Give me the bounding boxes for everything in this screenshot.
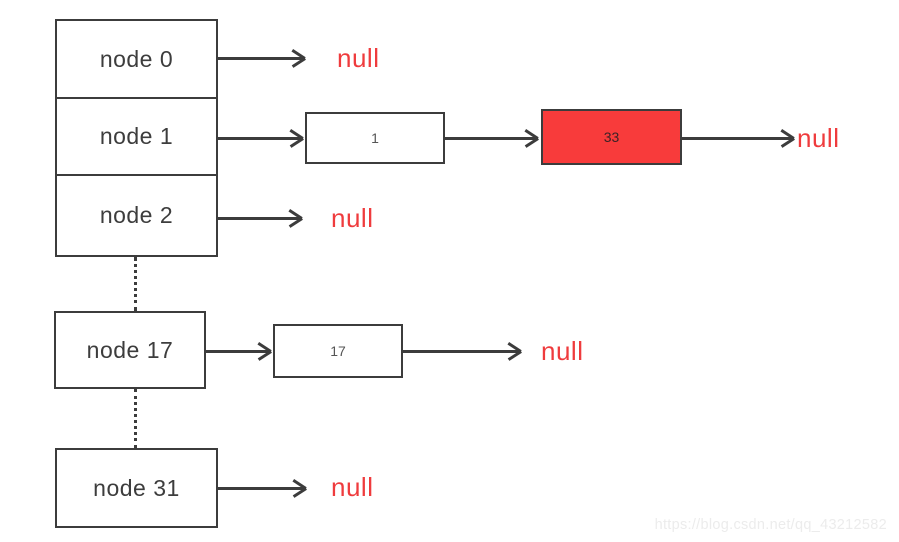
arrow-node0-to-null (217, 57, 305, 60)
arrow-node1-to-chain (217, 137, 303, 140)
bucket-label-node-0: node 0 (99, 45, 174, 72)
null-label: null (337, 43, 380, 73)
arrow-node31-to-null (218, 487, 306, 490)
arrow-node17-to-chain (205, 350, 271, 353)
bucket-box-node-17: node 17 (54, 311, 206, 389)
arrow-chain17-to-null (403, 350, 521, 353)
ellipsis-dotted-line (134, 257, 137, 311)
chain-node-1: 1 (305, 112, 445, 164)
chain-node-33-highlighted: 33 (541, 109, 682, 165)
ellipsis-dotted-line (134, 389, 137, 448)
arrow-node2-to-null (217, 217, 302, 220)
null-label: null (797, 123, 840, 153)
watermark: https://blog.csdn.net/qq_43212582 (654, 517, 887, 533)
bucket-box-node-2: node 2 (55, 174, 218, 257)
arrow-chain33-to-null (682, 137, 794, 140)
chain-node-17: 17 (273, 324, 403, 378)
chain-node-value: 1 (371, 130, 379, 146)
chain-node-value: 17 (330, 343, 346, 359)
null-label: null (331, 203, 374, 233)
bucket-box-node-1: node 1 (55, 96, 218, 177)
null-label: null (331, 472, 374, 502)
chain-node-value: 33 (603, 129, 620, 145)
null-label: null (541, 336, 584, 366)
bucket-label-node-1: node 1 (99, 123, 174, 149)
bucket-label-node-2: node 2 (99, 202, 174, 228)
arrow-chain1-to-chain33 (445, 137, 538, 140)
bucket-box-node-31: node 31 (55, 448, 218, 528)
bucket-label-node-17: node 17 (86, 336, 174, 363)
bucket-label-node-31: node 31 (93, 474, 180, 501)
bucket-box-node-0: node 0 (55, 19, 218, 99)
